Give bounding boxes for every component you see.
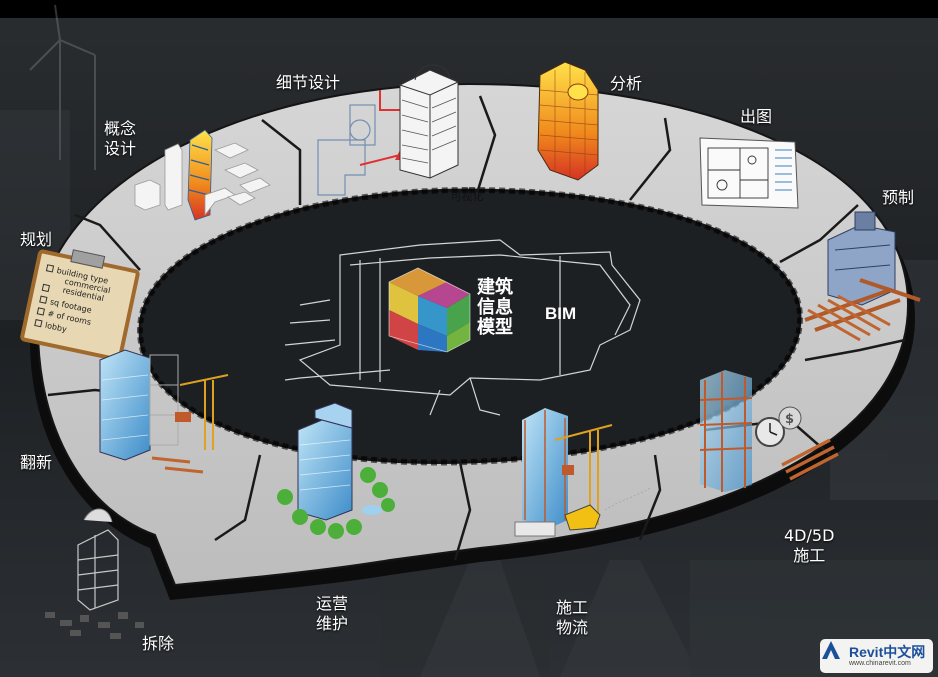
- bim-title-cn: 建筑信息模型: [477, 277, 513, 338]
- revit-logo-icon: [822, 641, 840, 659]
- logistics-construction-icon: [514, 408, 651, 537]
- bim-cube-icon: [388, 267, 471, 353]
- drawing-sheet-icon: [699, 137, 799, 209]
- stage-label-planning: 规划: [20, 230, 53, 249]
- demolition-building-icon: [45, 508, 144, 639]
- construction-4d5d-icon: $: [699, 370, 839, 492]
- prefab-machine-icon: [804, 211, 921, 342]
- stage-label-detail: 细节设计: [276, 73, 341, 92]
- ring-label-visualization: 可视化: [450, 190, 484, 203]
- bim-wireframe: [284, 239, 641, 416]
- renovation-building-icon: [99, 349, 229, 474]
- stage-label-drawings: 出图: [740, 107, 773, 126]
- bim-title-en: BIM: [545, 304, 577, 323]
- stage-label-renovation: 翻新: [20, 453, 53, 472]
- stage-label-demolition: 拆除: [142, 634, 175, 653]
- analysis-heatmap-icon: [537, 61, 599, 181]
- operation-building-icon: [277, 402, 395, 539]
- stage-label-operation: 运营维护: [316, 594, 349, 633]
- lifecycle-ring: [30, 82, 915, 600]
- watermark-logo: Revit中文网 www.chinarevit.com: [820, 639, 933, 673]
- stage-label-logistics: 施工物流: [556, 598, 589, 637]
- concept-massing-icon: [134, 129, 271, 221]
- logo-text: Revit中文网: [849, 644, 926, 660]
- clipboard-icon: building type commercial residential sq …: [20, 249, 140, 362]
- stage-label-concept: 概念设计: [104, 119, 137, 158]
- svg-text:$: $: [785, 412, 794, 427]
- stage-label-analysis: 分析: [610, 74, 643, 93]
- stage-label-prefab: 预制: [882, 188, 915, 207]
- detail-design-icon: [317, 64, 459, 196]
- logo-url: www.chinarevit.com: [849, 660, 911, 667]
